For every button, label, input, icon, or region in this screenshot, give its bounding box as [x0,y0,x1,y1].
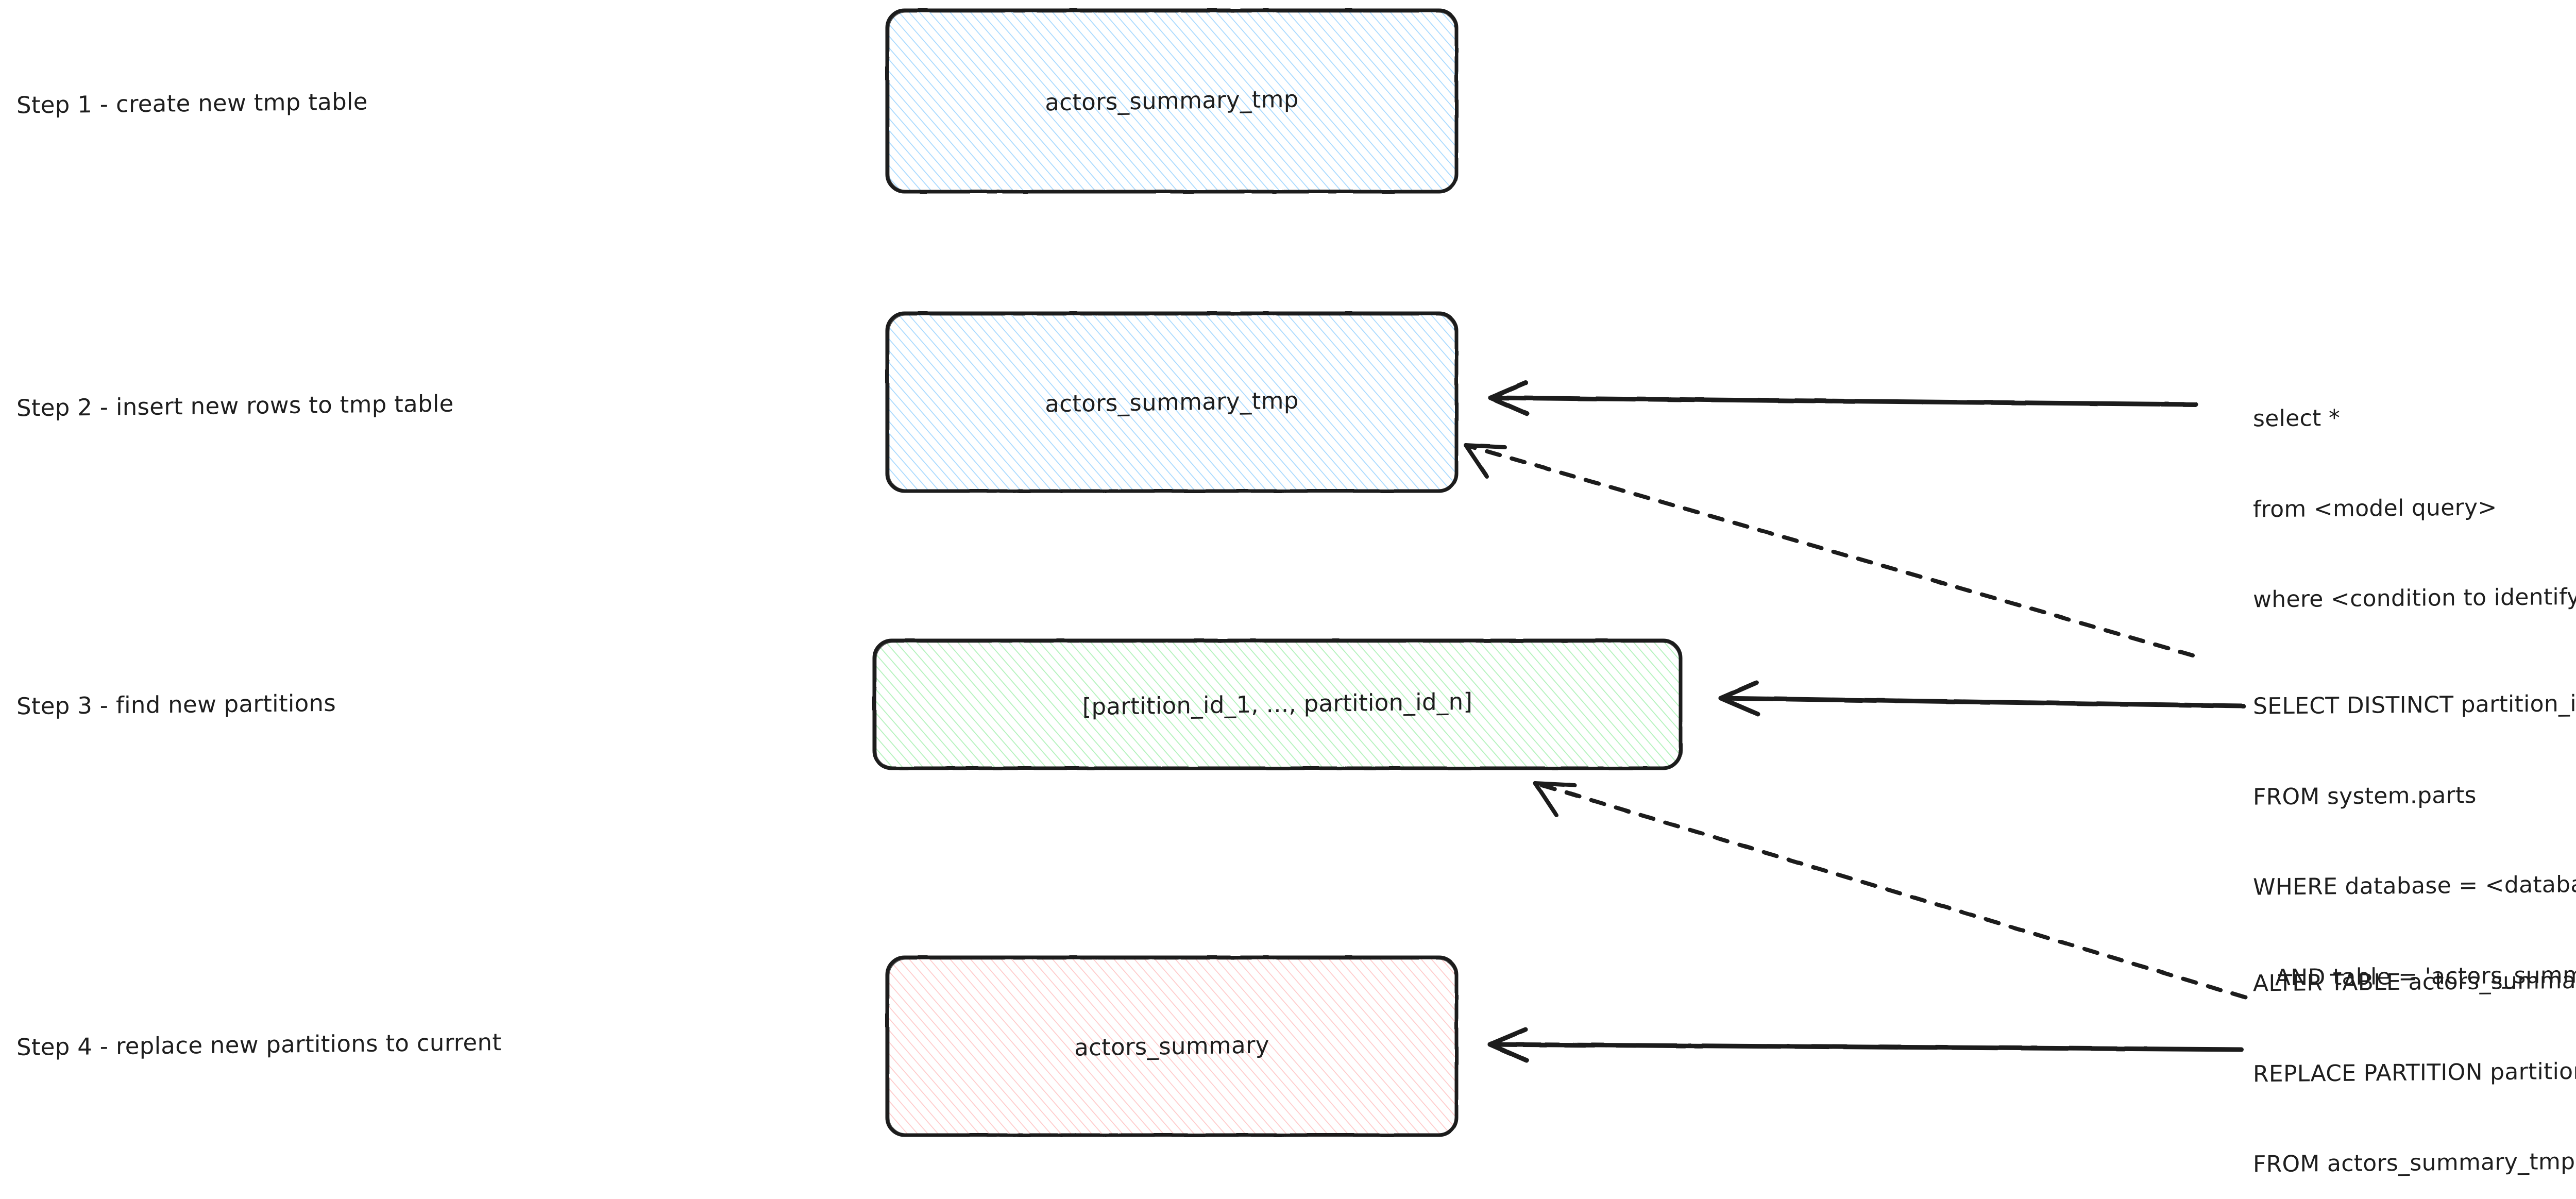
edge-sql3-to-tmp2 [1464,443,2195,657]
node-actors-summary-tmp-1[interactable]: actors_summary_tmp [885,8,1459,194]
edge-sql3-to-partitions [1718,680,2246,717]
sql-block-step2: select * from <model query> where <condi… [2253,341,2576,676]
node-label: actors_summary_tmp [1045,386,1299,418]
sql-line: where <condition to identify new> [2253,583,2576,613]
node-label: actors_summary_tmp [1045,85,1299,116]
node-actors-summary-tmp-2[interactable]: actors_summary_tmp [885,311,1459,493]
sql-line: select * [2253,404,2341,432]
step-label-4: Step 4 - replace new partitions to curre… [16,1028,502,1061]
step-label-3: Step 3 - find new partitions [16,689,336,720]
sql-block-step4: ALTER TABLE actors_summary REPLACE PARTI… [2253,905,2576,1199]
step-label-2: Step 2 - insert new rows to tmp table [16,390,454,422]
edge-sql2-to-tmp2 [1488,380,2198,416]
sql-line: REPLACE PARTITION partition_id_1 [2253,1057,2576,1087]
sql-line: ALTER TABLE actors_summary [2253,967,2576,997]
node-partition-list[interactable]: [partition_id_1, ..., partition_id_n] [872,638,1683,770]
sql-line: WHERE database = <database> [2253,871,2576,901]
sql-line: from <model query> [2253,494,2497,522]
edge-sql4-to-summary [1487,1027,2244,1063]
sql-line: FROM actors_summary_tmp, [2253,1148,2576,1178]
node-actors-summary[interactable]: actors_summary [885,955,1459,1137]
sql-line: FROM system.parts [2253,782,2477,810]
sql-line: SELECT DISTINCT partition_id [2253,690,2576,720]
node-label: actors_summary [1074,1031,1269,1061]
node-label: [partition_id_1, ..., partition_id_n] [1082,687,1473,721]
step-label-1: Step 1 - create new tmp table [16,88,368,119]
edge-sql4-to-partitions [1533,781,2247,1000]
